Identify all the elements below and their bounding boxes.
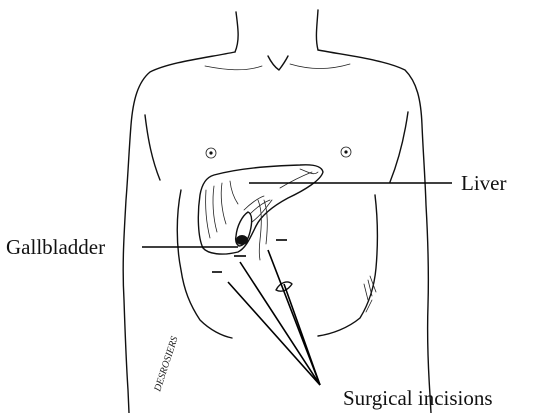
- incisions-leader-lines: [228, 250, 320, 385]
- gallbladder-label: Gallbladder: [6, 237, 105, 258]
- liver-label: Liver: [461, 173, 506, 194]
- incision-marks: [212, 240, 287, 272]
- surgical-incisions-label: Surgical incisions: [343, 388, 493, 409]
- artist-signature: DESROSIERS: [152, 335, 180, 394]
- right-shoulder-arm-outline: [318, 50, 431, 413]
- neck-left-outline: [235, 12, 238, 52]
- left-nipple: [206, 148, 216, 158]
- left-armpit-line: [145, 115, 160, 180]
- right-clavicle: [290, 64, 350, 69]
- sternal-notch: [268, 56, 288, 70]
- right-flank-outline: [318, 195, 377, 336]
- right-nipple: [341, 147, 351, 157]
- left-shoulder-arm-outline: [123, 52, 235, 413]
- left-clavicle: [205, 66, 262, 70]
- left-flank-outline: [177, 190, 232, 338]
- right-armpit-line: [390, 112, 408, 182]
- neck-right-outline: [316, 10, 318, 50]
